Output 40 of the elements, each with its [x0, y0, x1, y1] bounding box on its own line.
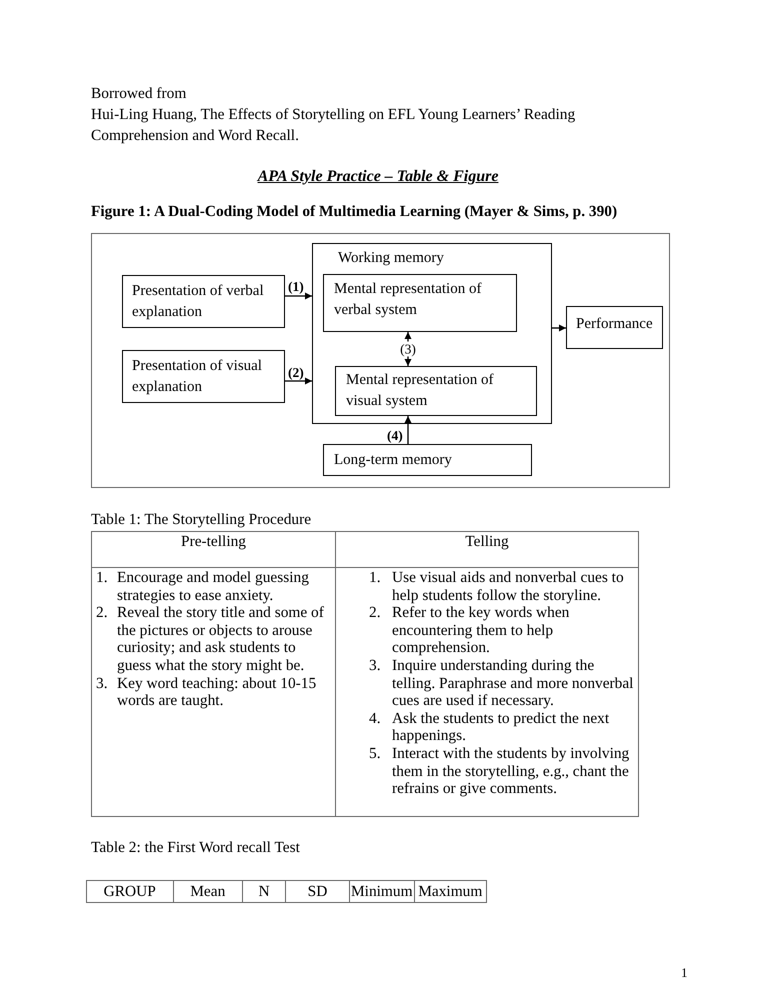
list-item: 5. Interact with the students by involving them in the storytelling, e.g., chant the refrains or give comments.: [369, 744, 630, 798]
edge-label: (1): [287, 279, 305, 294]
list-item: 4. Ask the students to predict the next happenings.: [369, 710, 610, 745]
process-box: Long-term memory: [323, 444, 532, 476]
column-header: N: [242, 880, 286, 902]
list-item: 1. Encourage and model guessing strategies to ease anxiety.: [96, 569, 310, 604]
process-box: Mental representation of visual system: [335, 366, 537, 416]
group-box: [312, 243, 552, 424]
column-header: Pre-telling: [92, 532, 336, 568]
edge-label: (2): [287, 365, 305, 380]
double-arrow: [404, 332, 412, 366]
table-caption: Table 1: The Storytelling Procedure: [91, 510, 312, 530]
list-item: 3. Inquire understanding during the telling. Paraphrase and more nonverbal cues are used if necessary.: [369, 656, 634, 710]
page-number: 1: [681, 965, 688, 980]
arrow: [285, 292, 312, 300]
body-text: Borrowed from: [91, 84, 186, 104]
arrow: [552, 324, 566, 332]
process-box: Performance: [566, 306, 663, 349]
column-header: GROUP: [86, 880, 173, 902]
list-item: 2. Reveal the story title and some of the pictures or objects to arouse curiosity; and ask students to guess what the story might be.: [96, 604, 325, 675]
arrow: [285, 378, 312, 384]
process-box: Mental representation of verbal system: [323, 274, 517, 332]
edge-label: (4): [386, 428, 404, 443]
column-header: SD: [286, 880, 350, 902]
column-header: Minimum: [350, 880, 414, 902]
table-caption: Table 2: the First Word recall Test: [91, 838, 300, 858]
list-item: 3. Key word teaching: about 10-15 words are taught.: [96, 674, 318, 710]
edge-label: (3): [399, 342, 417, 356]
arrow: [404, 416, 412, 444]
citation-text: Hui-Ling Huang, The Effects of Storytelling on EFL Young Learners’ Reading Comprehension and Word Recall.: [91, 104, 576, 146]
process-box: Presentation of verbal explanation: [122, 275, 285, 328]
page-title: APA Style Practice – Table & Figure: [258, 168, 498, 185]
group-title: Working memory: [338, 249, 444, 268]
column-header: Mean: [173, 880, 242, 902]
column-header: Telling: [336, 532, 638, 568]
column-header: Maximum: [414, 880, 486, 902]
process-box: Presentation of visual explanation: [122, 350, 285, 403]
list-item: 2. Refer to the key words when encountering them to help comprehension.: [369, 604, 570, 657]
list-item: 1. Use visual aids and nonverbal cues to help students follow the storyline.: [369, 569, 625, 604]
figure-caption: Figure 1: A Dual-Coding Model of Multimedia Learning (Mayer & Sims, p. 390): [91, 202, 618, 222]
